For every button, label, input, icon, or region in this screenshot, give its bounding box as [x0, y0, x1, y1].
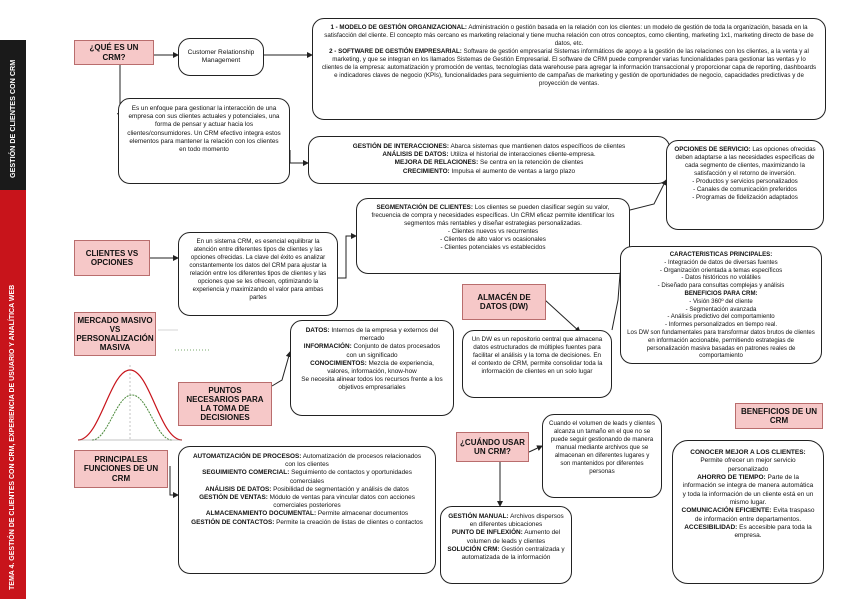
node-beneficios-detalle: CONOCER MEJOR A LOS CLIENTES: Permite of…	[672, 440, 824, 584]
sidebar: GESTIÓN DE CLIENTES CON CRM TEMA 4. GEST…	[0, 0, 26, 599]
edge-puntos-datos	[271, 351, 292, 387]
node-principales-funciones: PRINCIPALES FUNCIONES DE UN CRM	[74, 450, 168, 488]
node-puntos-decisiones: PUNTOS NECESARIOS PARA LA TOMA DE DECISI…	[178, 382, 272, 426]
node-datos: DATOS: Internos de la empresa y externos…	[290, 320, 454, 416]
sidebar-main-band	[0, 190, 26, 599]
node-dw-repositorio: Un DW es un repositorio central que alma…	[462, 330, 612, 398]
edge-principales-funciones	[169, 466, 179, 498]
node-cuando-detalle: Cuando el volumen de leads y clientes al…	[542, 414, 662, 498]
edge-cuando-detalle	[528, 445, 543, 453]
node-opciones-servicio: OPCIONES DE SERVICIO: Las opciones ofrec…	[666, 140, 824, 230]
node-almacen-datos: ALMACÉN DE DATOS (DW)	[462, 284, 546, 320]
node-sistema-crm: En un sistema CRM, es esencial equilibra…	[178, 232, 338, 316]
node-que-es-crm: ¿QUÉ ES UN CRM?	[74, 40, 154, 65]
node-caracteristicas: CARACTERISTICAS PRINCIPALES: - Integraci…	[620, 246, 822, 364]
node-cuando-usar: ¿CUÁNDO USAR UN CRM?	[456, 432, 529, 462]
node-gestion-interacciones: GESTIÓN DE INTERACCIONES: Abarca sistema…	[308, 136, 670, 184]
edge-sistema-segmentacion	[338, 233, 357, 279]
node-gestion-manual: GESTIÓN MANUAL: Archivos dispersos en di…	[440, 506, 572, 584]
node-beneficios-crm: BENEFICIOS DE UN CRM	[735, 403, 823, 429]
edge-enfoque-interacciones	[289, 150, 309, 166]
node-clientes-vs-opciones: CLIENTES VS OPCIONES	[74, 240, 150, 276]
node-modelos: 1 - MODELO DE GESTIÓN ORGANIZACIONAL: Ad…	[312, 18, 826, 120]
node-enfoque: Es un enfoque para gestionar la interacc…	[118, 98, 290, 184]
node-funciones: AUTOMATIZACIÓN DE PROCESOS: Automatizaci…	[178, 446, 436, 574]
edge-almacen-repo	[544, 299, 581, 333]
node-customer-relationship: Customer Relationship Management	[178, 38, 264, 76]
node-mercado-masivo: MERCADO MASIVO VS PERSONALIZACIÓN MASIVA	[74, 312, 156, 356]
edge-segmentacion-opciones	[629, 179, 667, 211]
node-segmentacion: SEGMENTACIÓN DE CLIENTES: Los clientes s…	[356, 198, 630, 274]
sidebar-top-band	[0, 40, 26, 190]
bell-curve-illustration	[77, 329, 210, 441]
